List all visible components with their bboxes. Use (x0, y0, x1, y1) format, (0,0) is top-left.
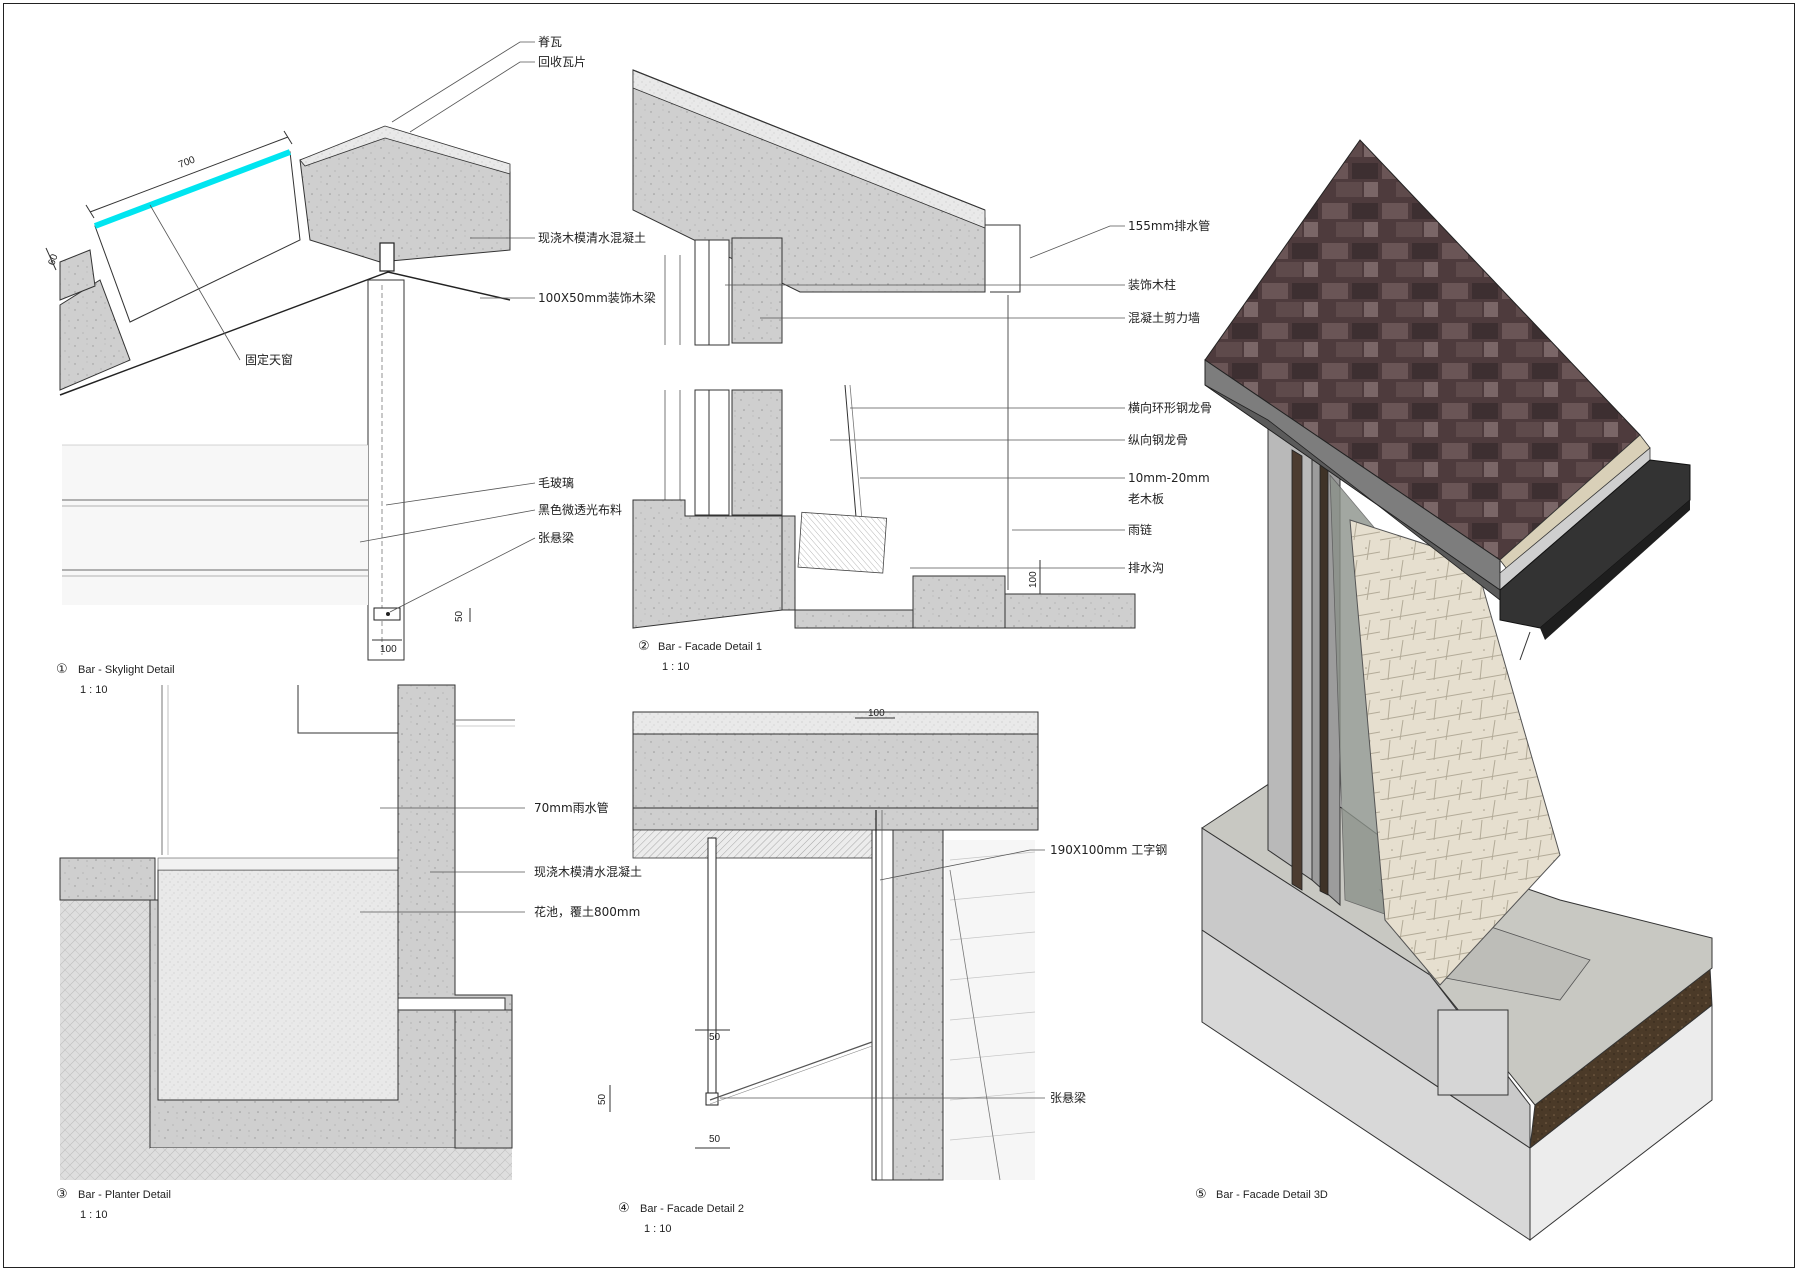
panel-number: ④ (618, 1201, 630, 1216)
label-long-keel: 纵向钢龙骨 (1128, 432, 1188, 447)
label-tension-beam-2: 张悬梁 (1050, 1090, 1086, 1105)
panel-facade-detail-1: 100 155mm排水管 装饰木柱 混凝土剪力墙 横向环形钢龙骨 纵向钢龙骨 1… (632, 69, 1212, 673)
skylight-glass (93, 149, 292, 229)
panel-title: Bar - Planter Detail (78, 1189, 171, 1201)
label-deco-beam: 100X50mm装饰木梁 (538, 290, 656, 305)
label-frosted-glass: 毛玻璃 (538, 476, 574, 490)
dim-50-b: 50 (709, 1032, 721, 1043)
label-cast-concrete-2: 现浇木模清水混凝土 (534, 864, 642, 879)
dim-700: 700 (177, 154, 197, 170)
panel-title: Bar - Skylight Detail (78, 664, 175, 676)
panel-number: ② (638, 639, 650, 654)
dim-100-c: 100 (868, 708, 885, 719)
label-rain-pipe-70: 70mm雨水管 (534, 800, 609, 815)
panel-number: ⑤ (1195, 1187, 1207, 1202)
label-drain-ditch: 排水沟 (1128, 561, 1164, 575)
label-planter-soil: 花池，覆土800mm (534, 904, 640, 919)
label-i-steel: 190X100mm 工字钢 (1050, 842, 1167, 857)
label-black-fabric: 黑色微透光布料 (538, 503, 622, 517)
label-ring-keel: 横向环形钢龙骨 (1128, 400, 1212, 415)
label-ridge-tile: 脊瓦 (538, 35, 562, 49)
label-tension-beam: 张悬梁 (538, 530, 574, 545)
label-shear-wall: 混凝土剪力墙 (1128, 310, 1200, 325)
dim-50-d: 50 (709, 1134, 721, 1145)
panel-facade-detail-2: 100 50 50 50 190X100m (597, 708, 1167, 1235)
label-gap-range: 10mm-20mm (1128, 471, 1210, 485)
dim-50-c: 50 (597, 1093, 608, 1105)
panel-title: Bar - Facade Detail 2 (640, 1203, 744, 1215)
label-fixed-skylight: 固定天窗 (245, 352, 293, 367)
panel-scale: 1 : 10 (662, 661, 690, 673)
panel-planter-detail: 70mm雨水管 现浇木模清水混凝土 花池，覆土800mm ③ Bar - Pla… (56, 684, 642, 1221)
label-cast-concrete: 现浇木模清水混凝土 (538, 230, 646, 245)
dim-100-a: 100 (380, 644, 397, 655)
label-rain-chain: 雨链 (1128, 522, 1152, 537)
label-old-board: 老木板 (1128, 492, 1164, 506)
panel-title: Bar - Facade Detail 3D (1216, 1189, 1328, 1201)
panel-title: Bar - Facade Detail 1 (658, 641, 762, 653)
panel-scale: 1 : 10 (644, 1223, 672, 1235)
label-recycled-tile: 回收瓦片 (538, 55, 586, 69)
panel-scale: 1 : 10 (80, 1209, 108, 1221)
dim-60: 60 (46, 252, 60, 267)
panel-number: ③ (56, 1187, 68, 1202)
dim-100-b: 100 (1028, 571, 1039, 588)
dim-50-a: 50 (454, 610, 465, 622)
panel-skylight-detail: 700 60 100 50 脊瓦 回收瓦片 现浇木模清水混凝土 100X50mm… (45, 35, 656, 696)
panel-number: ① (56, 662, 68, 677)
sheet-frame (3, 3, 1795, 1268)
label-drain-pipe-155: 155mm排水管 (1128, 218, 1210, 233)
panel-facade-detail-3d: ⑤ Bar - Facade Detail 3D (1195, 139, 1713, 1242)
panel-scale: 1 : 10 (80, 684, 108, 696)
label-deco-column: 装饰木柱 (1128, 277, 1176, 292)
